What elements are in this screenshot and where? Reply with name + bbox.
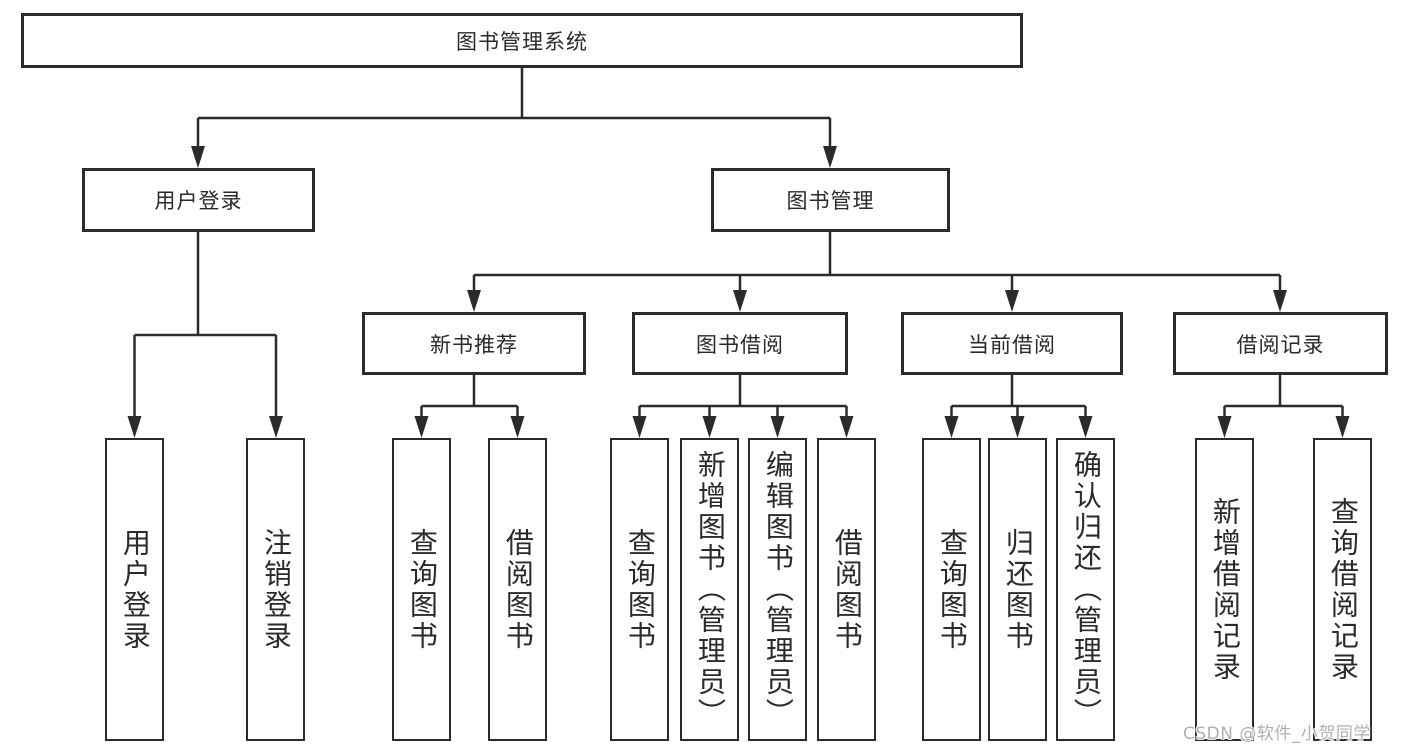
watermark: CSDN @软件_小贺同学 xyxy=(1183,724,1371,744)
leaf-query-borrow-record: 查询借阅记录 xyxy=(1313,438,1372,741)
node-book-borrow: 图书借阅 xyxy=(632,312,848,375)
leaf-return-book: 归还图书 xyxy=(988,438,1047,741)
leaf-borrow-book-1-label: 借阅图书 xyxy=(501,527,535,652)
leaf-query-book-2: 查询图书 xyxy=(610,438,669,741)
node-book-management-label: 图书管理 xyxy=(786,189,875,213)
node-root-system: 图书管理系统 xyxy=(21,13,1023,68)
node-new-book-recommend-label: 新书推荐 xyxy=(430,332,518,357)
leaf-query-book-3: 查询图书 xyxy=(922,438,981,741)
node-user-login: 用户登录 xyxy=(82,168,315,232)
leaf-query-book-3-label: 查询图书 xyxy=(935,527,969,652)
leaf-borrow-book-2: 借阅图书 xyxy=(817,438,876,741)
leaf-confirm-return-admin: 确认归还（管理员） xyxy=(1056,438,1115,741)
leaf-return-book-label: 归还图书 xyxy=(1001,527,1035,652)
leaf-borrow-book-2-label: 借阅图书 xyxy=(830,527,864,652)
node-borrow-record-label: 借阅记录 xyxy=(1236,332,1325,357)
leaf-query-book-1-label: 查询图书 xyxy=(405,527,439,652)
node-current-borrow-label: 当前借阅 xyxy=(968,332,1056,357)
leaf-user-login: 用户登录 xyxy=(105,438,164,741)
leaf-confirm-return-admin-label: 确认归还（管理员） xyxy=(1069,450,1103,729)
node-current-borrow: 当前借阅 xyxy=(901,312,1123,375)
leaf-borrow-book-1: 借阅图书 xyxy=(488,438,547,741)
node-user-login-label: 用户登录 xyxy=(154,189,243,213)
leaf-edit-book-admin: 编辑图书（管理员） xyxy=(748,438,807,741)
leaf-edit-book-admin-label: 编辑图书（管理员） xyxy=(761,450,795,729)
node-root-label: 图书管理系统 xyxy=(456,29,588,54)
node-book-borrow-label: 图书借阅 xyxy=(696,332,784,357)
leaf-logout: 注销登录 xyxy=(246,438,305,741)
node-borrow-record: 借阅记录 xyxy=(1173,312,1388,375)
leaf-query-borrow-record-label: 查询借阅记录 xyxy=(1326,496,1360,683)
leaf-logout-label: 注销登录 xyxy=(259,527,293,652)
leaf-query-book-2-label: 查询图书 xyxy=(623,527,657,652)
node-book-management: 图书管理 xyxy=(711,168,950,232)
leaf-add-book-admin: 新增图书（管理员） xyxy=(680,438,739,741)
leaf-add-borrow-record-label: 新增借阅记录 xyxy=(1208,496,1242,683)
leaf-user-login-label: 用户登录 xyxy=(118,527,152,652)
node-new-book-recommend: 新书推荐 xyxy=(362,312,586,375)
leaf-add-borrow-record: 新增借阅记录 xyxy=(1195,438,1254,741)
leaf-add-book-admin-label: 新增图书（管理员） xyxy=(693,450,727,729)
leaf-query-book-1: 查询图书 xyxy=(392,438,451,741)
